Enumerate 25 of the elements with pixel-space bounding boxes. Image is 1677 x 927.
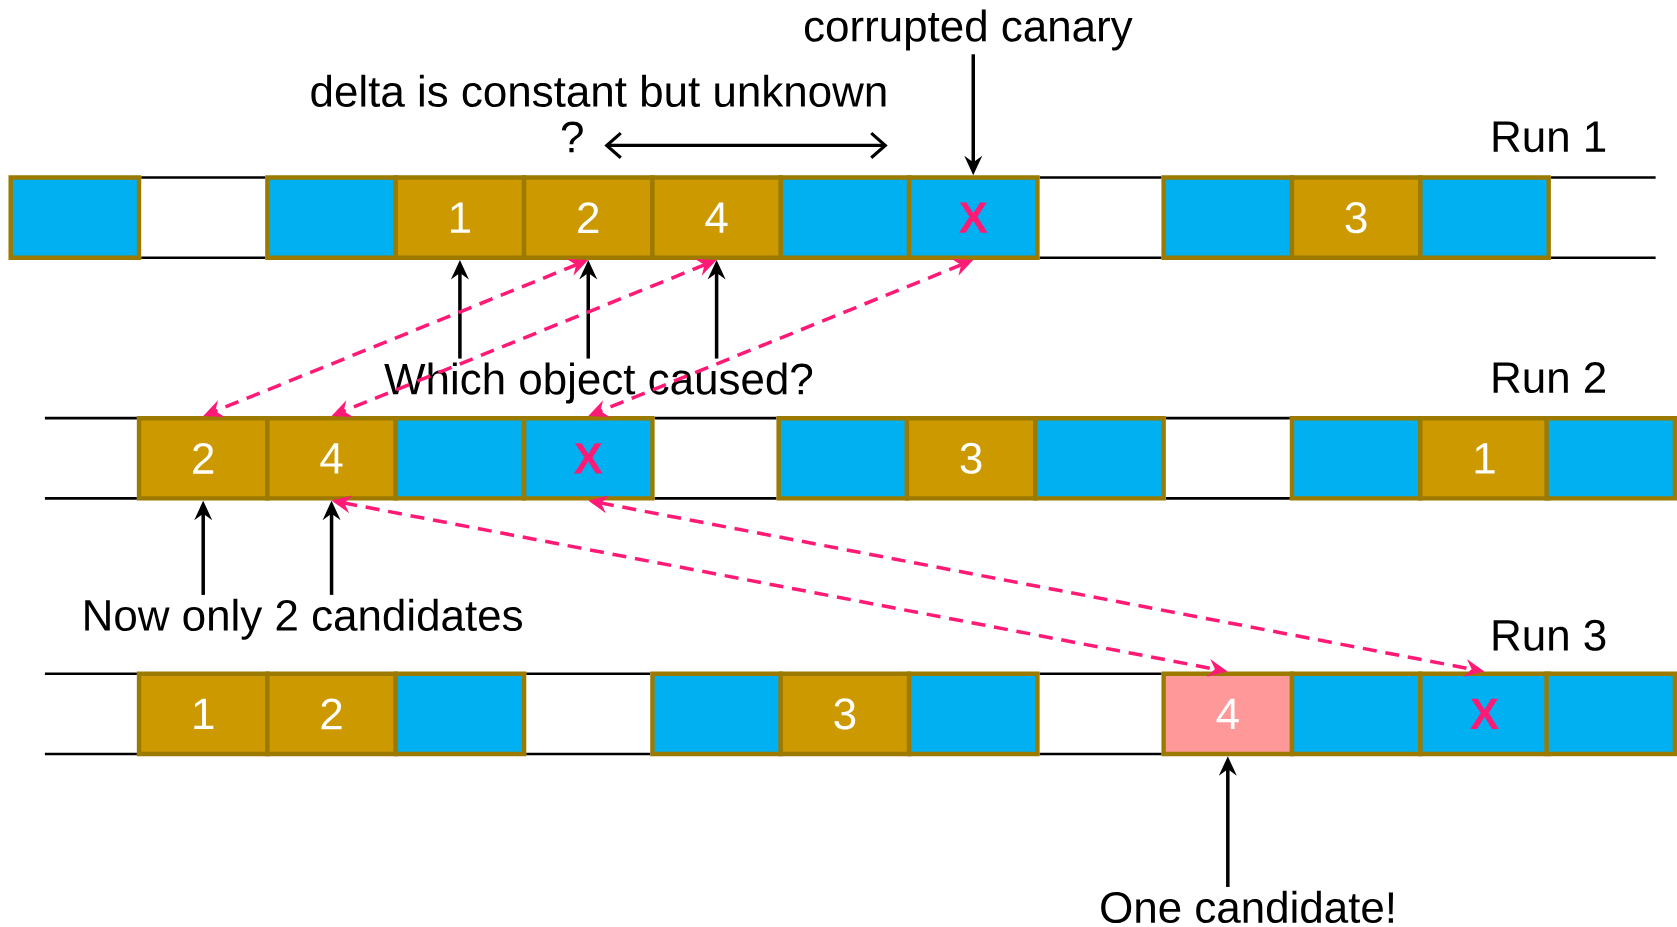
memory-cell: 1 [1418, 415, 1551, 501]
memory-cell: 3 [904, 415, 1038, 501]
memory-cell: X [521, 415, 655, 501]
memory-cell: 4 [265, 415, 398, 501]
run-label: Run 1 [1493, 121, 1606, 153]
question-mark: ? [561, 121, 583, 153]
run-label: Run 2 [1493, 361, 1605, 393]
memory-cell: 3 [1289, 175, 1423, 260]
memory-cell: X [906, 175, 1040, 260]
memory-cell: 4 [650, 175, 783, 260]
note-text: delta is constant but unknown [311, 74, 886, 107]
callout-text: Which object caused? [380, 358, 818, 407]
memory-cell: 2 [265, 671, 398, 757]
run-label: Run 3 [1493, 619, 1606, 651]
empty-cell [8, 175, 142, 260]
memory-cell: 2 [521, 175, 655, 260]
callout-text: One candidate! [1101, 890, 1394, 923]
memory-cell: 4 [1161, 671, 1295, 757]
memory-cell: 3 [778, 671, 912, 757]
memory-cell: 1 [136, 671, 270, 757]
callout-text: Now only 2 candidates [85, 598, 522, 640]
callout-text: corrupted canary [804, 9, 1133, 51]
memory-cell: 1 [393, 175, 527, 260]
memory-cell: X [1418, 671, 1551, 757]
memory-cell: 2 [136, 415, 270, 501]
